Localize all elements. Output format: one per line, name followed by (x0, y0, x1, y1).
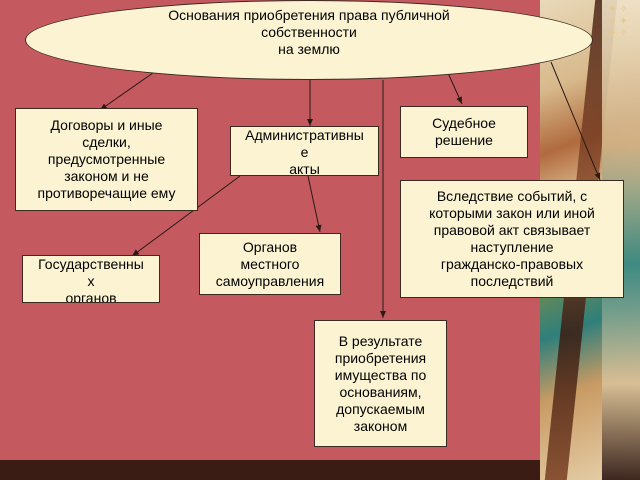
admin-acts-box: Административны е акты (230, 126, 379, 176)
arrow-to-state-bodies (131, 175, 241, 257)
court-decision-box: Судебное решение (400, 106, 528, 158)
state-bodies-box: Государственны х органов (22, 255, 160, 303)
acquisition-box: В результате приобретения имущества по о… (314, 320, 447, 447)
arrow-to-local-bodies (307, 175, 322, 233)
arrow-to-events (550, 61, 601, 181)
local-bodies-box: Органов местного самоуправления (199, 233, 341, 295)
events-box: Вследствие событий, с которыми закон или… (400, 180, 624, 298)
ornament-icon: ✦ ✧✧ ✦✦ ✧ (608, 4, 628, 39)
bottom-bar (0, 460, 600, 480)
title-oval: Основания приобретения права публичной с… (25, 0, 593, 80)
arrow-to-contracts (99, 67, 161, 111)
contracts-box: Договоры и иные сделки, предусмотренные … (15, 108, 198, 211)
